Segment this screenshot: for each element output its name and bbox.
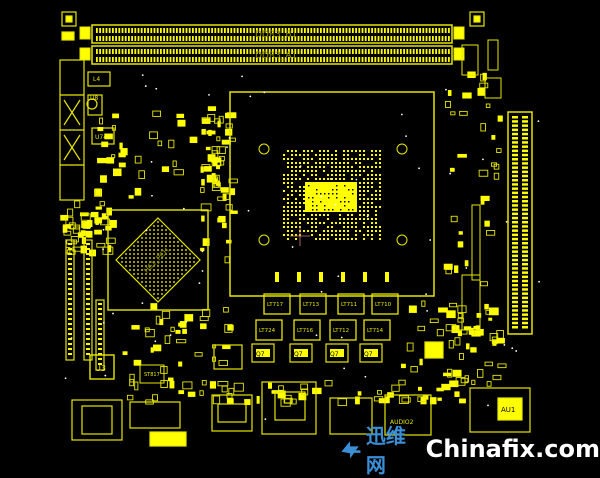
chinafix-logo-icon	[338, 434, 364, 464]
ic-u3-label: U3	[95, 364, 106, 373]
inductor-label: LT714	[367, 328, 384, 334]
inductor-label: LT711	[341, 302, 357, 308]
inductor-label: LT716	[297, 328, 314, 334]
label-u8: U8	[90, 95, 98, 102]
watermark-cn: 迅维网	[366, 420, 418, 478]
audio-ic-label: AU1	[501, 406, 515, 414]
inductor-label: LT717	[267, 302, 284, 308]
watermark-en: Chinafix.com	[426, 435, 600, 463]
mosfet-label: Q7	[256, 351, 265, 358]
label-l4: L4	[93, 76, 100, 83]
memory-slot-2-label: DDR3_A1	[255, 51, 297, 61]
inductor-label: LT713	[303, 302, 320, 308]
mosfet-label: Q7	[294, 351, 303, 358]
memory-slot-1-label: DDR3_B1	[255, 30, 297, 40]
watermark: 迅维网 Chinafix.com	[338, 428, 600, 470]
mosfet-label: Q7	[330, 351, 339, 358]
mosfet-label: Q7	[364, 351, 373, 358]
inductor-label: LT724	[259, 328, 276, 334]
inductor-label: LT712	[333, 328, 349, 334]
inductor-label: LT710	[375, 302, 392, 308]
small-ic-label: ST817	[144, 372, 160, 378]
